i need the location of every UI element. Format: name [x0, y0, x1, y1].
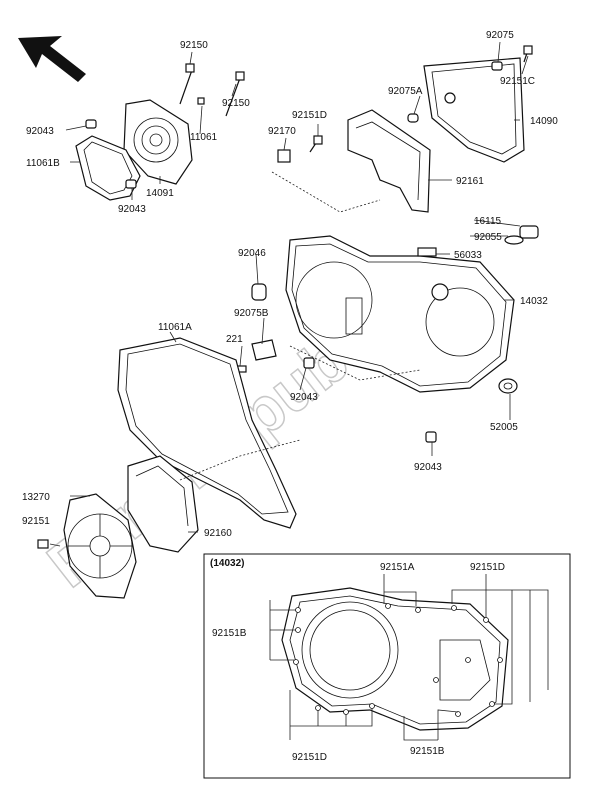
bolt-92151-small	[37, 539, 49, 549]
bolt-92075	[491, 61, 503, 71]
baffle-92161	[347, 109, 431, 213]
bolt-92151d-top	[309, 135, 323, 153]
label-11061: 11061	[190, 132, 218, 143]
label-92151: 92151	[22, 516, 50, 527]
label-92150-top: 92150	[180, 40, 208, 51]
bolt-92150-right	[225, 71, 245, 117]
inset-label-92151d-bottom: 92151D	[292, 752, 327, 763]
label-56033	[417, 247, 437, 257]
bracket-92075b	[251, 339, 277, 361]
collar-92046	[251, 283, 267, 301]
part-labels: 92150 92150 92043 11061 11061B 14091 920…	[22, 30, 558, 763]
inset-leader-lines	[269, 574, 549, 741]
cover-plate-14090	[423, 57, 525, 163]
inset-bolt-holes	[293, 603, 503, 717]
label-11061a: 11061A	[158, 322, 192, 333]
label-92043-mid: 92043	[290, 392, 318, 403]
label-92043-left: 92043	[118, 204, 146, 215]
label-92055: 92055	[474, 232, 502, 243]
label-52005: 52005	[490, 422, 518, 433]
label-92075: 92075	[486, 30, 514, 41]
clamp-92170	[277, 149, 291, 163]
front-direction-arrow-icon	[18, 36, 86, 82]
dowel-92043-left	[125, 179, 137, 189]
washer-92075a	[407, 113, 419, 123]
label-14091: 14091	[146, 188, 174, 199]
oil-seal-52005	[498, 378, 518, 394]
label-92150-right: 92150	[222, 98, 250, 109]
inset-label-92151b-bottom: 92151B	[410, 746, 445, 757]
leader-lines	[49, 41, 529, 547]
label-92043-bottom: 92043	[414, 462, 442, 473]
dowel-92043-bottom	[425, 431, 437, 443]
inset-label-92151d-top: 92151D	[470, 562, 505, 573]
clutch-cover-14032	[285, 235, 515, 393]
dowel-92043-top	[85, 119, 97, 129]
label-92075b: 92075B	[234, 308, 269, 319]
label-16115: 16115	[474, 216, 502, 227]
bolt-92151c	[523, 45, 533, 63]
label-13270: 13270	[22, 492, 50, 503]
label-14090: 14090	[530, 116, 558, 127]
inset-label-92151b-left: 92151B	[212, 628, 247, 639]
timing-cover-13270	[63, 493, 137, 599]
label-92161: 92161	[456, 176, 484, 187]
oring-11061	[197, 97, 205, 105]
oring-92055	[504, 235, 524, 245]
label-14032: 14032	[520, 296, 548, 307]
inset-title: (14032)	[210, 558, 244, 569]
label-92075a: 92075A	[388, 86, 423, 97]
dowel-92043-mid	[303, 357, 315, 369]
label-11061b: 11061B	[26, 158, 60, 169]
inset-label-92151a: 92151A	[380, 562, 415, 573]
label-92151d-top: 92151D	[292, 110, 327, 121]
label-92170: 92170	[268, 126, 296, 137]
bolt-92150-top	[179, 63, 195, 105]
label-221: 221	[226, 334, 243, 345]
label-92043-top: 92043	[26, 126, 54, 137]
inset-cover-14032	[281, 587, 509, 731]
cover-gasket-11061a	[117, 337, 297, 529]
plug-16115	[519, 225, 539, 239]
label-92151c: 92151C	[500, 76, 535, 87]
label-56033: 56033	[454, 250, 482, 261]
label-92046: 92046	[238, 248, 266, 259]
label-92160: 92160	[204, 528, 232, 539]
